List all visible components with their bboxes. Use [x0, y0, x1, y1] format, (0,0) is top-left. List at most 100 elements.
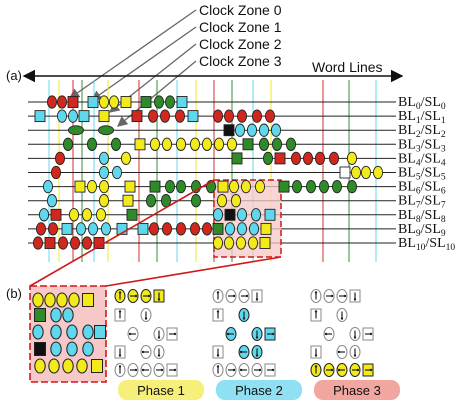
- array-cell-118: [212, 222, 224, 235]
- array-cell-30: [246, 123, 258, 137]
- zoomed-cell-9: [50, 324, 62, 340]
- phase-3-cell-11-arrowhead: [353, 354, 357, 357]
- bitline-label-6: BL6/SL6: [398, 180, 446, 197]
- bitline-label-0: BL0/SL0: [398, 95, 446, 112]
- array-cell-0: [46, 95, 58, 109]
- array-cell-77: [228, 179, 240, 194]
- phase-2-cell-11-arrowhead: [255, 354, 259, 357]
- array-cell-85: [346, 179, 358, 194]
- bitline-label-4: BL4/SL4: [398, 151, 446, 168]
- bitline-labels: BL0/SL0BL1/SL1BL2/SL2BL3/SL3BL4/SL4BL5/S…: [398, 95, 455, 253]
- array-cell-13: [67, 109, 79, 123]
- phase-3-cell-3-arrowhead: [353, 298, 357, 301]
- array-cell-53: [274, 152, 286, 165]
- zoomed-cell-0: [32, 292, 44, 308]
- array-cell-27: [98, 125, 114, 136]
- array-cell-71: [149, 180, 161, 193]
- array-cell-109: [87, 222, 99, 236]
- phase-2-cell-10-arrowhead: [239, 350, 243, 354]
- bitline-label-3: BL3/SL3: [398, 137, 446, 154]
- bitline-label-10: BL10/SL10: [398, 236, 455, 253]
- phase-1-cell-0-arrowhead: [118, 291, 122, 294]
- array-cell-95: [50, 208, 62, 221]
- zoomed-cell-1: [44, 292, 56, 308]
- clock-zone-2-label: Clock Zone 2: [199, 36, 282, 52]
- array-cell-9: [164, 95, 176, 109]
- array-cell-20: [187, 110, 199, 123]
- phase-2-cell-5-arrowhead: [242, 317, 246, 320]
- array-cell-10: [176, 96, 188, 108]
- array-cell-79: [254, 179, 266, 194]
- phase-2-cell-1-arrowhead: [232, 294, 236, 298]
- array-cell-3: [87, 96, 99, 108]
- zoom-connector-right: [105, 256, 282, 287]
- phase-1-label: Phase 1: [137, 383, 185, 398]
- array-cell-83: [318, 179, 330, 194]
- array-cell-55: [302, 151, 314, 166]
- phase-1-cell-1-arrowhead: [134, 294, 138, 298]
- zoomed-cell-8: [32, 324, 44, 340]
- array-cell-46: [271, 137, 283, 151]
- array-cell-31: [258, 123, 270, 137]
- array-cell-8: [153, 95, 165, 109]
- word-lines-label: Word Lines: [312, 59, 383, 75]
- phase-3-label: Phase 3: [333, 383, 381, 398]
- array-cell-64: [360, 165, 372, 180]
- array-cell-2: [67, 96, 79, 108]
- array-cell-99: [126, 208, 138, 221]
- phase-2-cell-16-arrowhead: [271, 368, 275, 372]
- array-cell-91: [190, 194, 202, 208]
- zoomed-cell-7: [62, 307, 74, 323]
- array-cell-104: [264, 208, 276, 221]
- array-cell-21: [212, 109, 224, 123]
- array-cell-81: [291, 179, 303, 194]
- array-cell-115: [175, 222, 187, 236]
- phase-2-cell-3-arrowhead: [255, 298, 259, 301]
- phase-3-badge: Phase 3: [314, 380, 400, 400]
- phase-3-cell-13-arrowhead: [330, 368, 334, 372]
- array-cell-65: [372, 165, 384, 180]
- array-cell-22: [223, 109, 235, 123]
- zoomed-cell-17: [34, 358, 46, 374]
- array-cell-25: [264, 109, 276, 123]
- array-cell-80: [278, 180, 290, 193]
- clock-zone-3-label: Clock Zone 3: [199, 53, 282, 69]
- array-cell-45: [258, 137, 270, 151]
- phase-3-cell-10-arrowhead: [337, 350, 341, 354]
- array-cell-120: [236, 222, 248, 236]
- array-cell-62: [339, 166, 351, 179]
- phase-3-cell-5-arrowhead: [340, 317, 344, 320]
- zoomed-cell-5: [34, 308, 46, 322]
- phase-3-cell-8-arrowhead: [369, 332, 373, 336]
- bitline-label-9: BL9/SL9: [398, 222, 446, 239]
- phase-1-cell-12-arrowhead: [118, 365, 122, 368]
- zone-0-pointer: [68, 9, 197, 99]
- array-cell-50: [120, 151, 132, 166]
- phase-1-cell-8-arrowhead: [173, 332, 177, 336]
- zoomed-cells: [32, 292, 106, 374]
- array-cell-72: [164, 179, 176, 194]
- array-cell-37: [149, 137, 161, 151]
- phase-3-cell-6-arrowhead: [324, 332, 328, 336]
- array-cell-48: [54, 151, 66, 166]
- zoomed-cell-3: [68, 292, 80, 308]
- bitline-label-5: BL5/SL5: [398, 166, 446, 183]
- phase-1-cell-3-arrowhead: [157, 298, 161, 301]
- zoomed-cell-4: [82, 293, 94, 307]
- array-cell-61: [111, 165, 123, 180]
- phase-2-cell-6-arrowhead: [226, 332, 230, 336]
- zoomed-cell-14: [50, 341, 62, 357]
- phase-2-cell-14-arrowhead: [239, 368, 243, 372]
- bitline-label-2: BL2/SL2: [398, 123, 446, 140]
- phase-1-cell-4-arrowhead: [118, 310, 122, 313]
- array-cell-16: [131, 110, 143, 123]
- array-cell-92: [216, 194, 228, 208]
- array-cell-130: [223, 236, 235, 250]
- array-cell-87: [98, 194, 110, 208]
- array-cell-97: [81, 208, 93, 222]
- array-cell-94: [38, 208, 50, 222]
- array-cell-126: [69, 236, 81, 250]
- zoomed-cell-12: [94, 325, 106, 339]
- array-cell-19: [174, 109, 186, 123]
